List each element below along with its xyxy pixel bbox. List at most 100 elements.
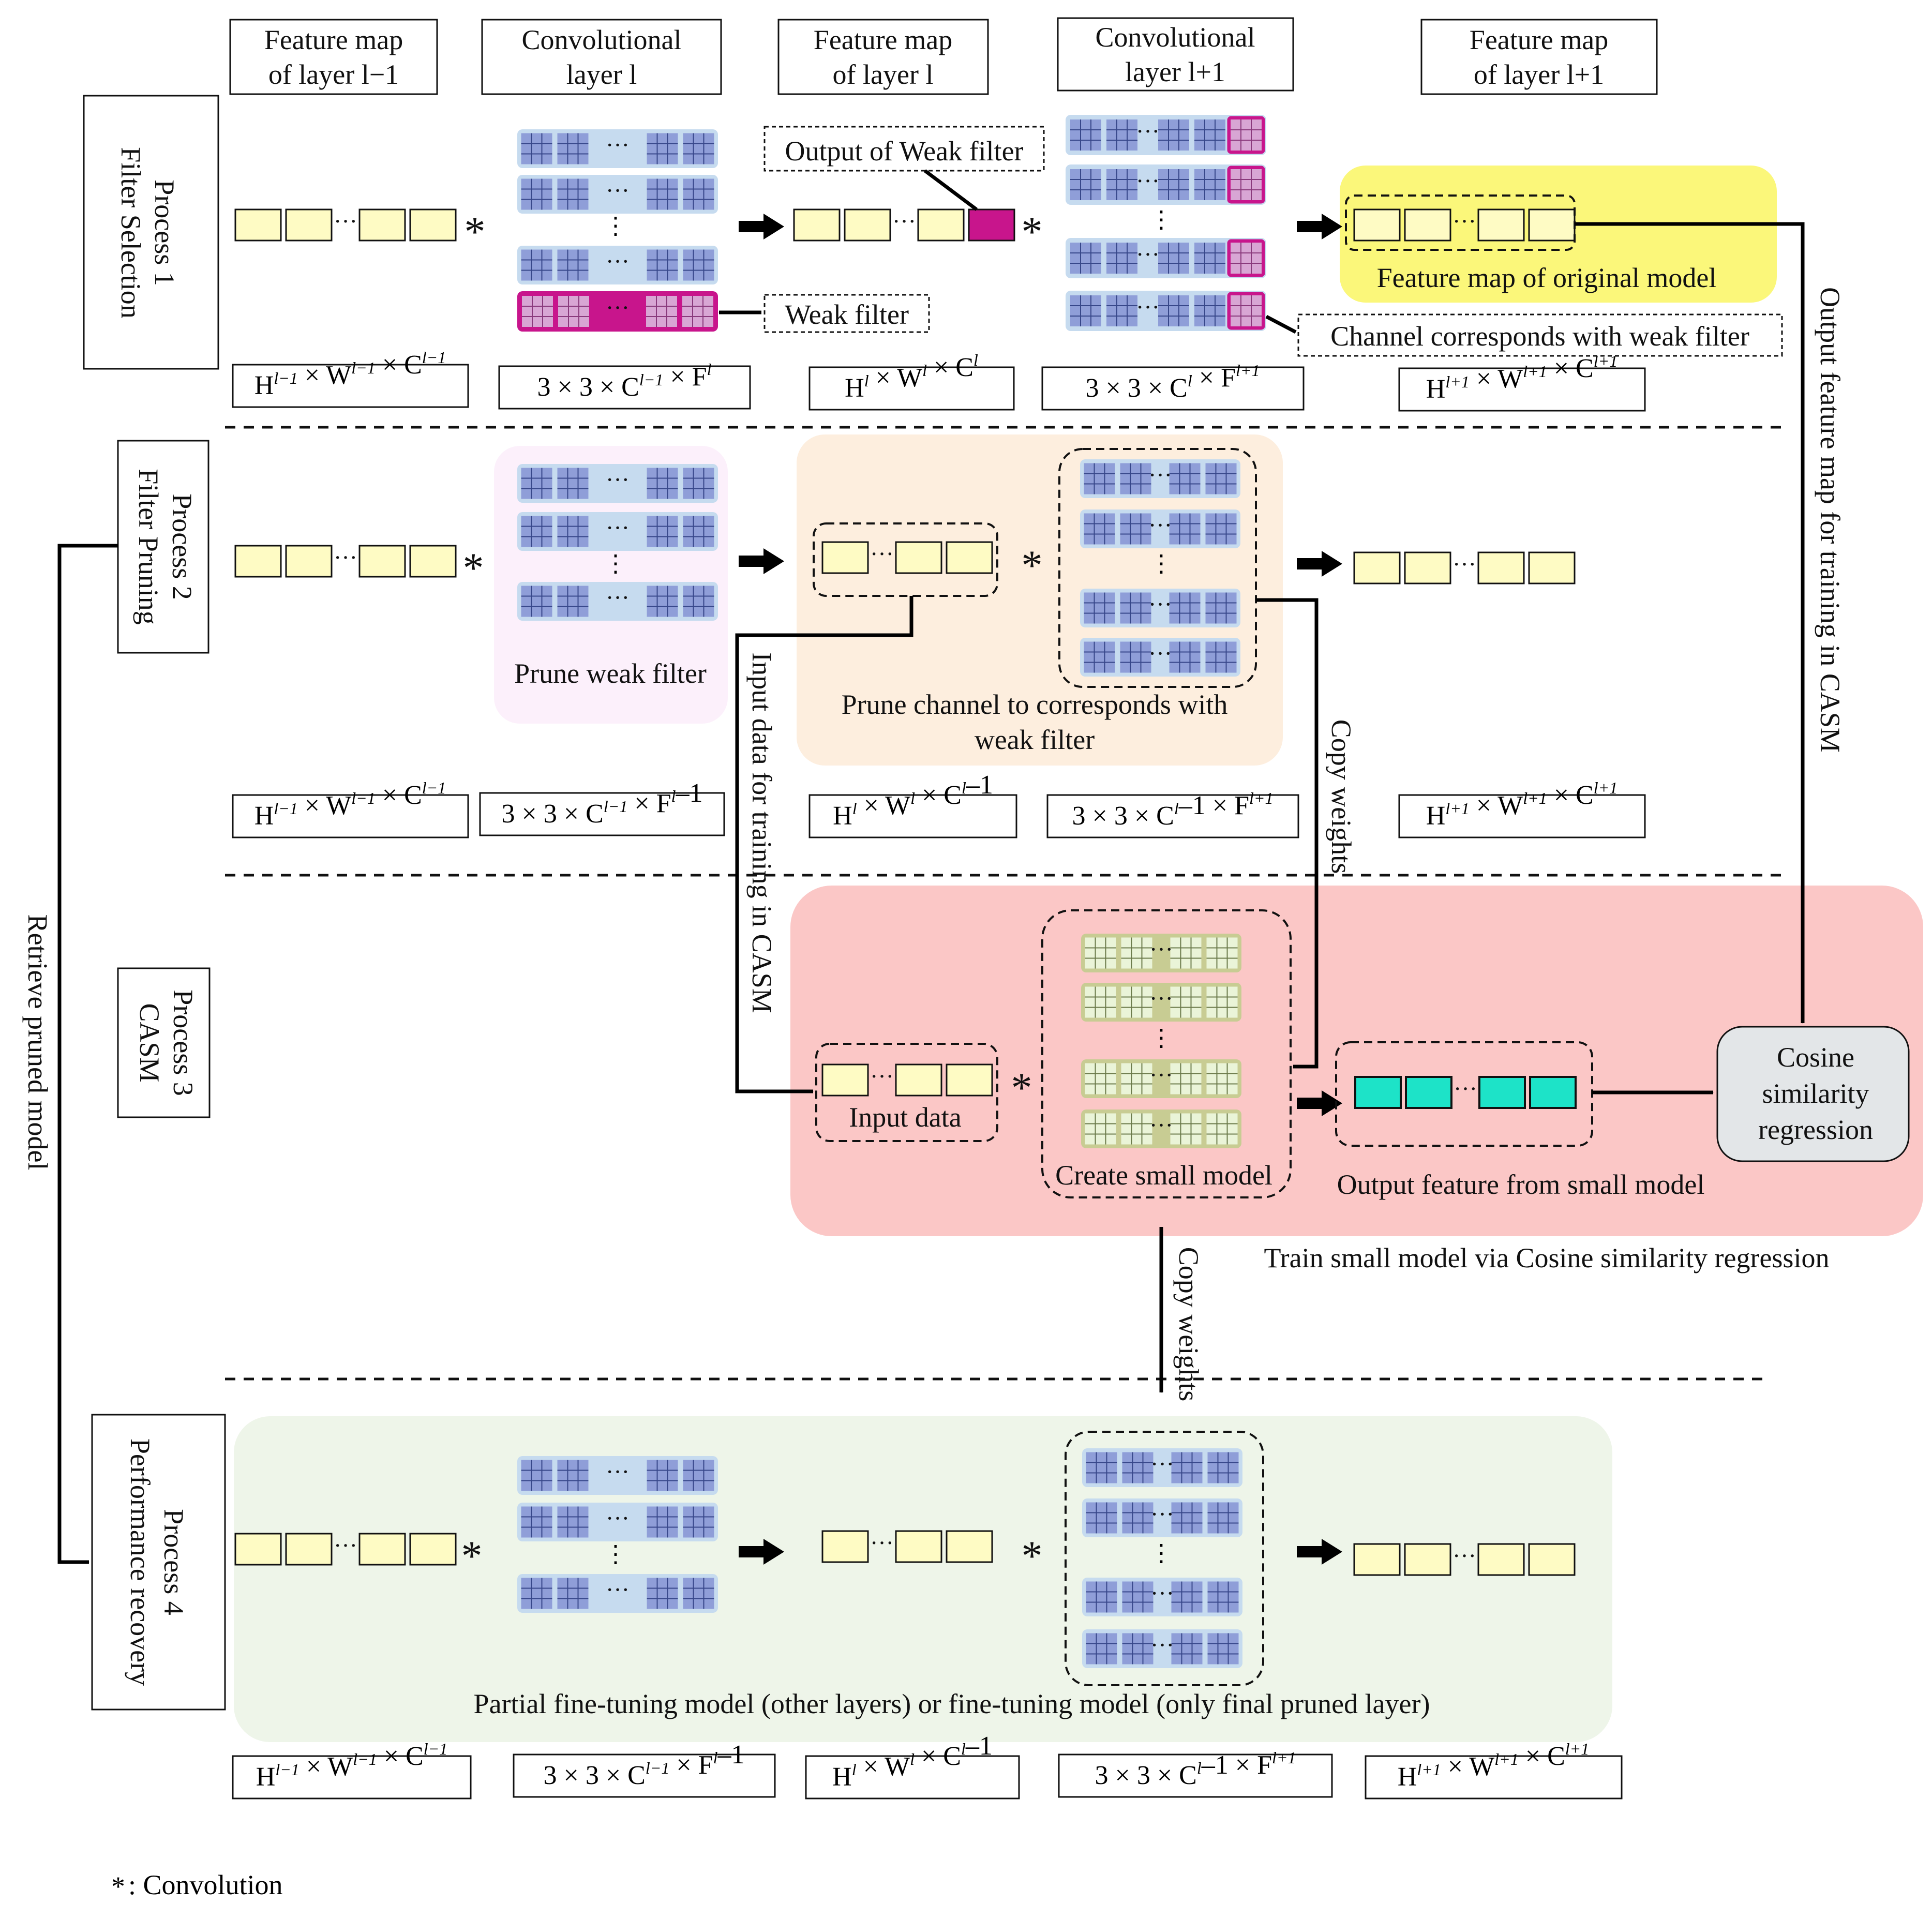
dim-row1-1: Hl−1 × Wl−1 × Cl−1 [254, 348, 446, 400]
kernel-cell [683, 1578, 714, 1609]
p3-small-model-filter-row: ··· [1081, 1110, 1241, 1148]
kernel-cell [683, 586, 714, 617]
kernel-cell [1085, 937, 1116, 969]
p1-conv-asterisk-1: * [465, 208, 486, 255]
feature-cell [358, 208, 406, 242]
dim-part: × W [857, 791, 910, 820]
kernel-cell [521, 1460, 552, 1491]
dim-sup: l [910, 789, 915, 807]
p2-conv-asterisk-2: * [1022, 542, 1043, 589]
kernel-cell [1085, 1113, 1116, 1145]
kernel-cell [1171, 1633, 1203, 1665]
kernel-cell [683, 516, 714, 547]
kernel-cell [1122, 1452, 1154, 1483]
kernel-cell [1205, 592, 1237, 624]
kernel-cell [647, 468, 678, 499]
kernel-cell [1070, 119, 1101, 151]
ellipsis: ··· [606, 515, 630, 541]
p3-input-feature-map: ··· [821, 1063, 993, 1097]
retrieve-arrow [57, 544, 118, 1564]
feature-cell [358, 545, 406, 578]
dim-part: 3 × 3 × C [1095, 1761, 1197, 1790]
ellipsis: ··· [1150, 1632, 1174, 1658]
p2-input-feature-map: ··· [234, 544, 457, 578]
p1-output-feature-map: ··· [1353, 208, 1576, 242]
kernel-cell [1120, 463, 1151, 494]
p2-conv-l-vdots: ⋮ [604, 550, 627, 577]
p4-conv-l-filter-row: ··· [517, 1503, 718, 1541]
p1-conv-l-filter-row: ··· [517, 175, 718, 214]
ellipsis: ··· [1136, 294, 1160, 320]
copy-weights-1-arrow [1256, 598, 1319, 1069]
weak-channel-outline [1227, 166, 1265, 204]
ellipsis: ··· [1136, 168, 1160, 194]
ellipsis: ··· [1149, 1112, 1173, 1138]
input-data-label: Input data [849, 1102, 961, 1133]
p4-conv-l1-filter-row: ··· [1082, 1498, 1242, 1537]
kernel-cell [1086, 1581, 1117, 1613]
p2-conv-l1-vdots: ⋮ [1149, 550, 1173, 577]
feature-cell [234, 208, 282, 242]
ellipsis: ··· [606, 467, 630, 493]
dim-sup: l−1 [646, 1759, 669, 1777]
p1-conv-l1-filter-row: ··· [1066, 238, 1266, 278]
output-casm-arrow [1575, 222, 1805, 1024]
kernel-cell [521, 1578, 552, 1609]
dim-sup: l+1 [1565, 1740, 1589, 1758]
ellipsis: ··· [1454, 1075, 1477, 1102]
process-2-subtitle: Filter Pruning [133, 469, 164, 625]
kernel-cell [1169, 463, 1201, 494]
feature-cell [917, 208, 965, 242]
prune-weak-label: Prune weak filter [514, 658, 707, 689]
kernel-cell [1170, 937, 1202, 969]
ellipsis: ··· [892, 208, 916, 234]
weak-channel-outline [1227, 239, 1265, 277]
dim-sup: l−1 [274, 369, 297, 387]
p1-conv-l1-filter-row: ··· [1066, 291, 1266, 331]
dim-part: × F [669, 1750, 713, 1780]
p2-output-feature-map: ··· [1353, 551, 1576, 584]
dim-part: × W [857, 1752, 910, 1781]
feature-cell [234, 545, 282, 578]
casm-region [790, 886, 1923, 1236]
dim-sup: l [922, 361, 927, 380]
kernel-cell [647, 586, 678, 617]
kernel-cell [682, 296, 713, 327]
kernel-cell [1120, 641, 1151, 673]
kernel-cell [1085, 986, 1116, 1018]
kernel-cell [1158, 169, 1189, 200]
kernel-cell [1070, 243, 1101, 274]
dim-sup: l [713, 1748, 718, 1767]
ellipsis: ··· [606, 1459, 630, 1485]
kernel-cell [1231, 243, 1262, 274]
kernel-cell [1106, 119, 1137, 151]
p4-conv-asterisk-1: * [461, 1532, 483, 1579]
ellipsis: ··· [1148, 640, 1172, 667]
dim-part: H [833, 801, 852, 831]
process-4-box: Process 4 Performance recovery [91, 1414, 226, 1711]
kernel-cell [1121, 1063, 1152, 1095]
feature-cell [234, 1533, 282, 1566]
kernel-cell [1231, 295, 1262, 326]
dim-row2-5: Hl+1 × Wl+1 × Cl+1 [1426, 778, 1618, 831]
p3-conv-asterisk: * [1011, 1064, 1032, 1111]
dim-part: H [1426, 801, 1446, 831]
p4-conv-l-filter-row: ··· [517, 1574, 718, 1613]
dim-sup: l−1 [351, 358, 375, 377]
kernel-cell [1084, 592, 1115, 624]
retrieve-label: Retrieve pruned model [22, 914, 53, 1171]
dim-part: 3 × 3 × C [1072, 801, 1174, 831]
p1-weak-filter-row: ··· [517, 291, 718, 332]
feature-cell [1528, 208, 1576, 242]
p1-conv-l1-vdots: ⋮ [1149, 206, 1173, 233]
feature-cell [1404, 551, 1451, 584]
kernel-cell [1106, 169, 1137, 200]
dim-sup: l−1 [275, 1760, 299, 1779]
dim-part: × C [1519, 1742, 1565, 1771]
dim-row4-1: Hl−1 × Wl−1 × Cl−1 [256, 1740, 448, 1792]
dim-row1-4: 3 × 3 × Cl × Fl+1 [1086, 361, 1260, 403]
header-feature-map-l: Feature map of layer l [777, 19, 989, 95]
dim-sup: l−1 [353, 1750, 377, 1768]
kernel-cell [1194, 243, 1225, 274]
dim-sup: l+1 [1523, 789, 1547, 807]
